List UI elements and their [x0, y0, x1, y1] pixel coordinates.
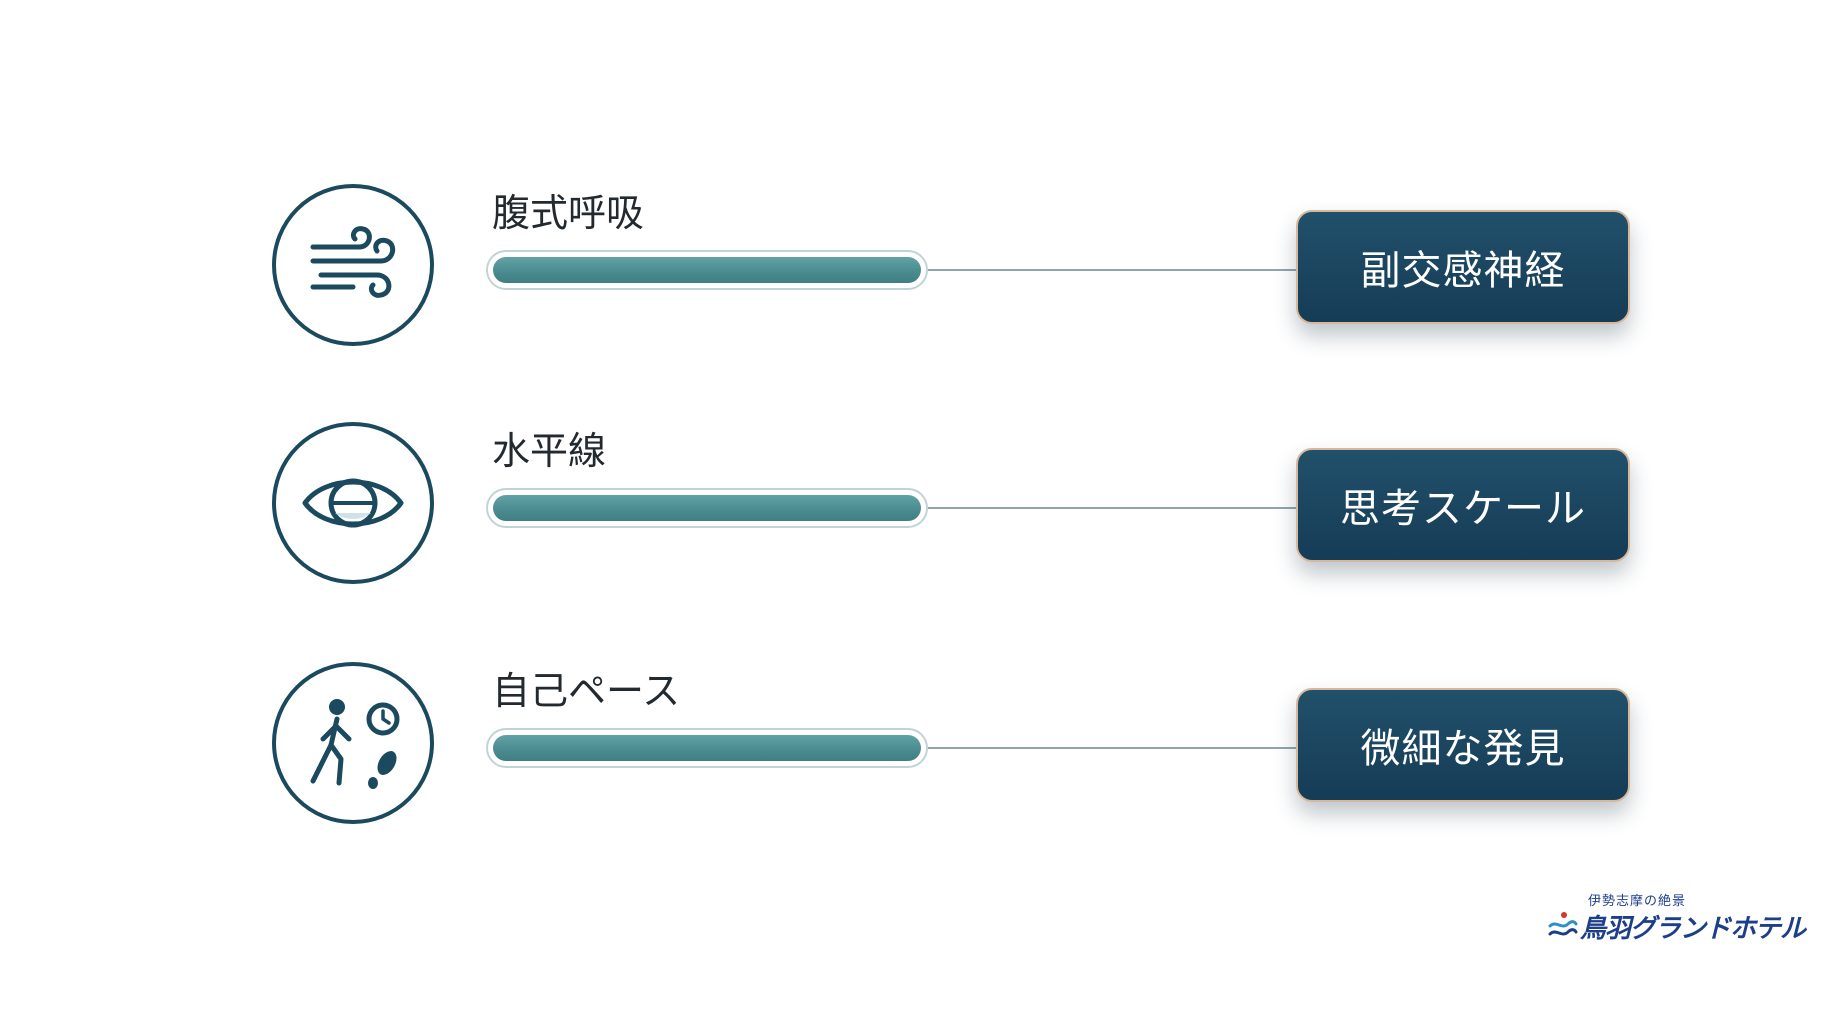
connector-line	[928, 747, 1296, 749]
result-badge: 微細な発見	[1296, 688, 1630, 802]
level-bar	[486, 250, 928, 290]
row-label: 自己ペース	[492, 669, 681, 713]
eye-horizon-icon	[272, 422, 434, 584]
wind-icon	[272, 184, 434, 346]
level-bar	[486, 728, 928, 768]
row-horizon: 水平線 思考スケール	[0, 422, 1834, 592]
walking-person-clock-icon	[272, 662, 434, 824]
connector-line	[928, 269, 1296, 271]
result-badge: 思考スケール	[1296, 448, 1630, 562]
level-bar-fill	[493, 257, 921, 283]
row-label: 腹式呼吸	[492, 191, 645, 235]
connector-line	[928, 507, 1296, 509]
result-label: 思考スケール	[1340, 486, 1586, 532]
wave-logo-icon	[1548, 910, 1578, 944]
logo-tagline: 伊勢志摩の絶景	[1588, 894, 1687, 909]
level-bar-fill	[493, 495, 921, 521]
row-label: 水平線	[492, 429, 607, 473]
row-self-pace: 自己ペース 微細な発見	[0, 662, 1834, 832]
hotel-logo: 伊勢志摩の絶景 鳥羽グランドホテル	[1548, 890, 1806, 946]
result-label: 副交感神経	[1360, 248, 1566, 294]
logo-name: 鳥羽グランドホテル	[1580, 914, 1806, 944]
level-bar	[486, 488, 928, 528]
result-label: 微細な発見	[1360, 726, 1566, 772]
result-badge: 副交感神経	[1296, 210, 1630, 324]
row-abdominal-breathing: 腹式呼吸 副交感神経	[0, 184, 1834, 354]
level-bar-fill	[493, 735, 921, 761]
